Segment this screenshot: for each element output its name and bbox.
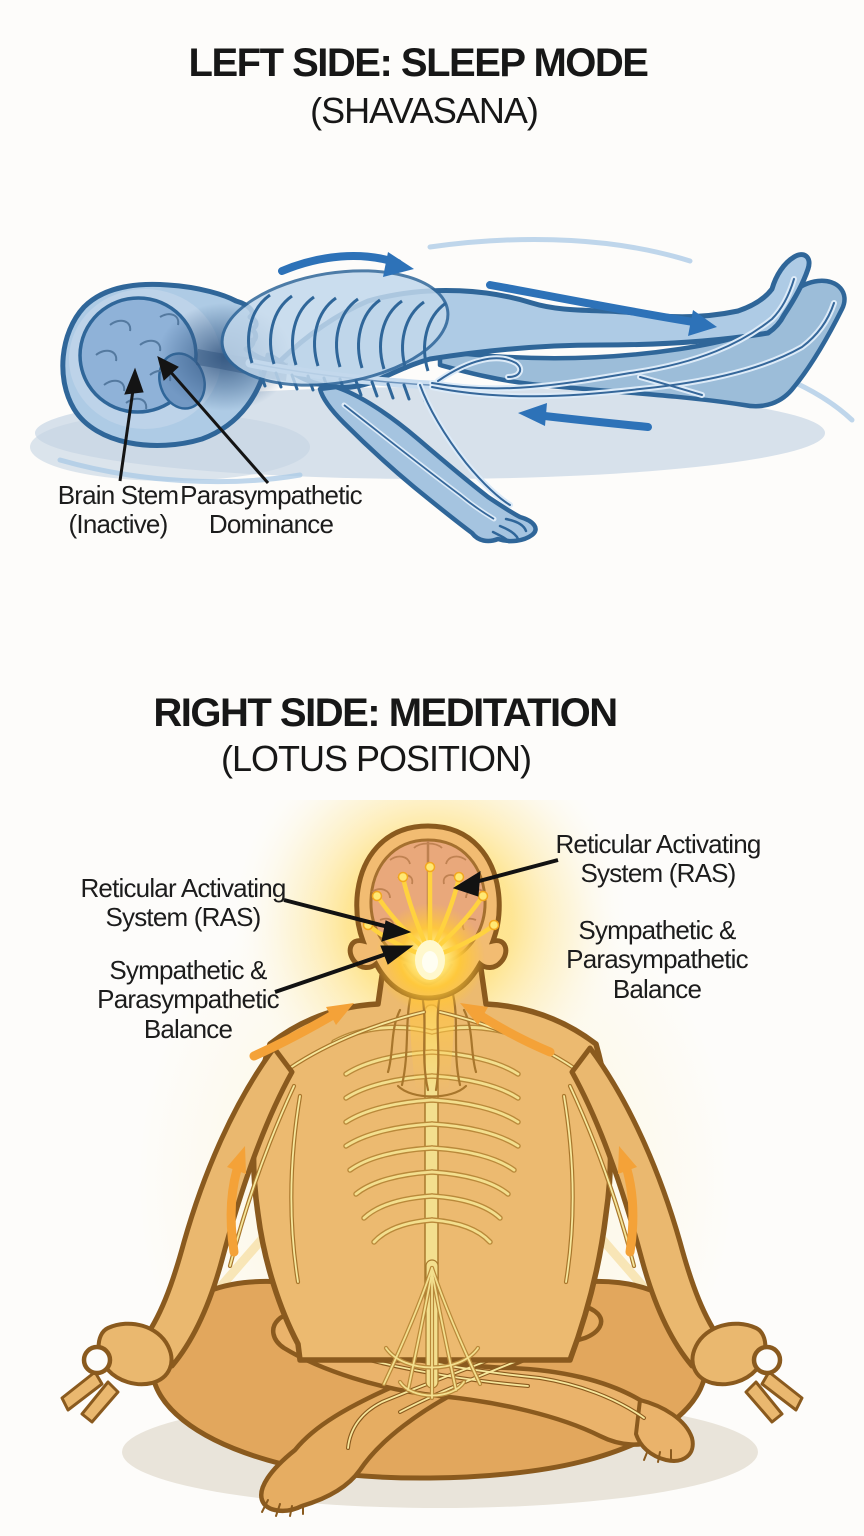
energy-arrow-side-left-icon (226, 1146, 246, 1257)
sleep-section-title: LEFT SIDE: SLEEP MODE (188, 41, 649, 85)
far-foot-toes (261, 1499, 304, 1517)
sleep-section-subtitle: (SHAVASANA) (310, 90, 539, 131)
energy-arrow-neck-right-icon (460, 1003, 555, 1057)
pointer-arrow-parasympathetic (157, 356, 270, 484)
energy-arrow-side-right-icon (618, 1146, 638, 1257)
sleep-arm (317, 384, 538, 544)
label-balance-left: Sympathetic & Parasympathetic Balance (97, 955, 279, 1044)
pointer-arrow-balance-left (274, 945, 414, 994)
meditation-section-title: RIGHT SIDE: MEDITATION (153, 691, 618, 735)
label-balance-right: Sympathetic & Parasympathetic Balance (566, 915, 748, 1004)
meditation-section-subtitle: (LOTUS POSITION) (220, 738, 532, 779)
sleep-far-leg (437, 278, 847, 409)
flow-arrow-right-legs-icon (486, 281, 717, 336)
pointer-arrow-brain-stem (118, 367, 144, 482)
energy-arrow-neck-left-icon (249, 1003, 354, 1061)
meditating-figure-illustration (60, 800, 804, 1517)
tucked-foot (633, 1397, 695, 1463)
label-brain-stem: Brain Stem (Inactive) (57, 480, 179, 540)
label-ras-right: Reticular Activating System (RAS) (555, 829, 761, 889)
left-hand-mudra (60, 1321, 174, 1424)
tucked-foot-toes (643, 1449, 672, 1463)
pointer-arrow-ras-right (452, 858, 559, 897)
label-ras-left: Reticular Activating System (RAS) (80, 873, 286, 933)
right-hand-mudra (690, 1321, 804, 1424)
sleep-ribcage (220, 269, 450, 387)
sleeping-figure-illustration (30, 236, 855, 544)
label-parasympathetic-dominance: Parasympathetic Dominance (180, 480, 362, 540)
flow-arrow-right-top-icon (278, 252, 414, 277)
sacral-nerve-fan (384, 1259, 480, 1398)
pointer-arrow-ras-left (283, 898, 412, 942)
flow-arrow-left-bottom-icon (518, 403, 652, 431)
